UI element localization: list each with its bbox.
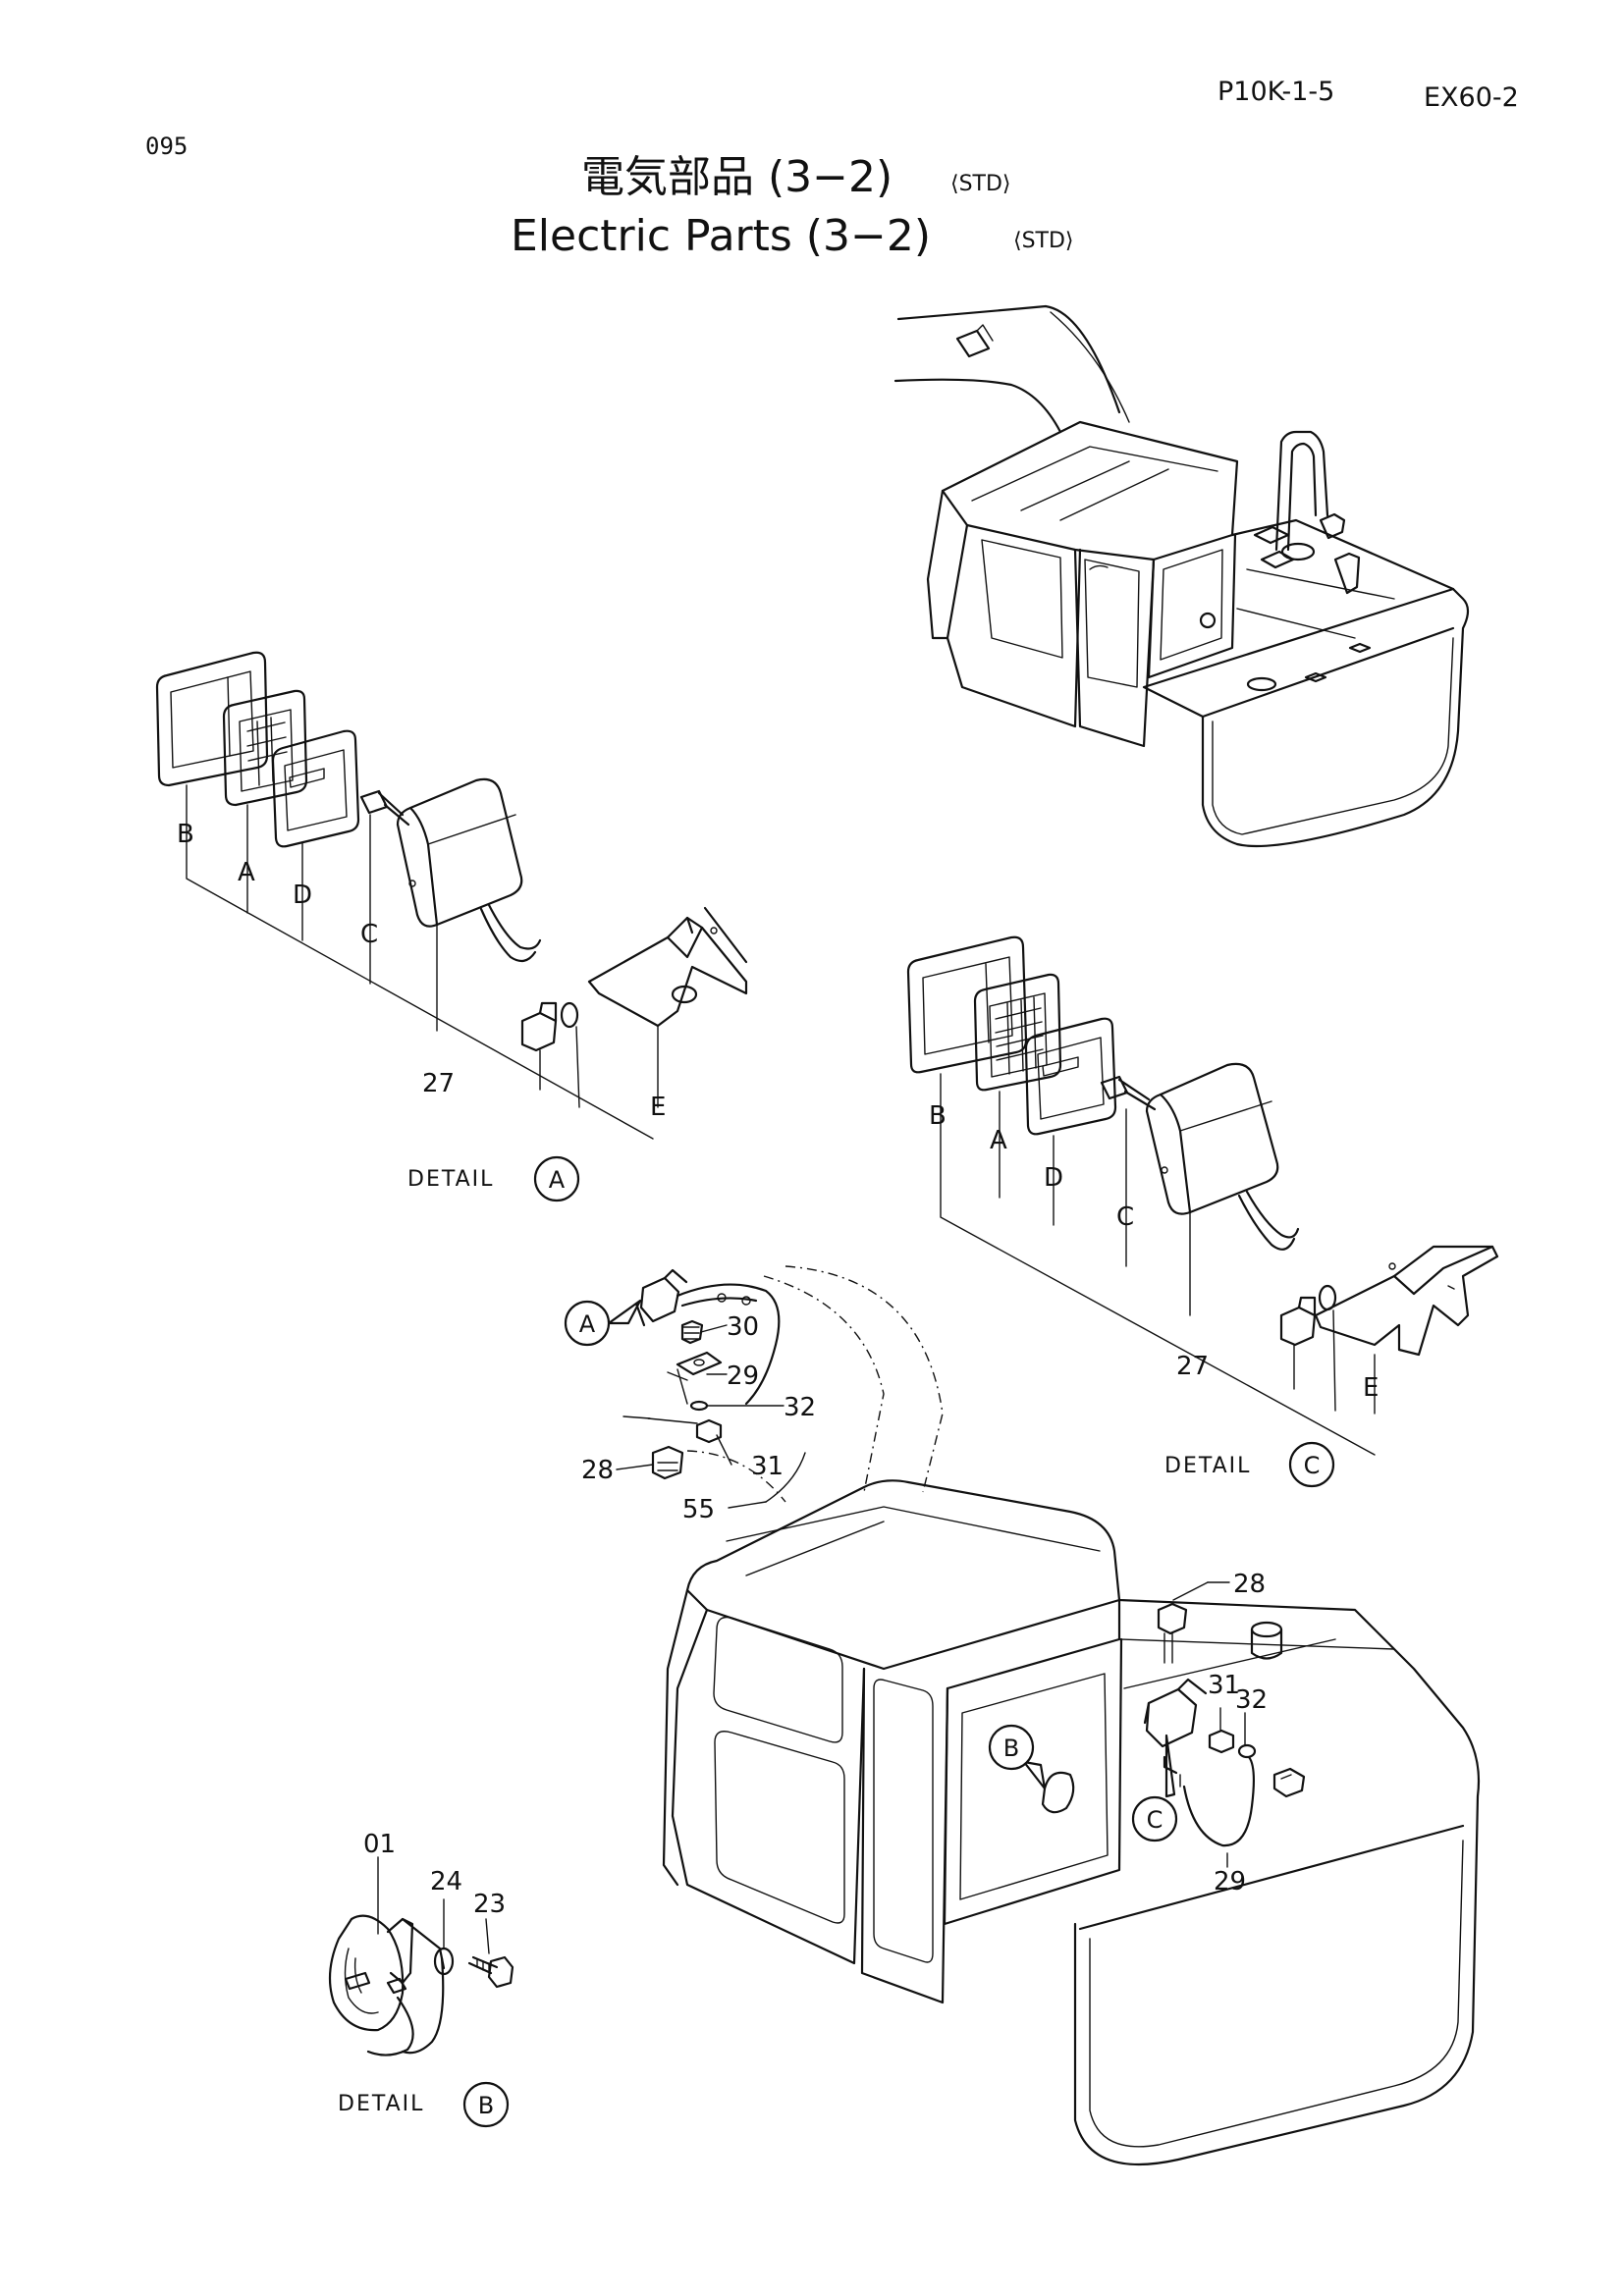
detail-a-callout-c: C (360, 920, 378, 949)
main-ref-b-letter: B (1003, 1735, 1019, 1762)
detail-b-label: DETAIL (338, 2092, 424, 2116)
detail-b-ref-letter: B (478, 2092, 494, 2119)
detail-c-illustration (906, 935, 1499, 1456)
detail-c-callout-27: 27 (1176, 1352, 1209, 1381)
main-callout-32-right: 32 (1235, 1685, 1268, 1715)
main-ref-b-circle (988, 1724, 1035, 1771)
main-callout-32-upper: 32 (784, 1393, 816, 1422)
detail-c-callout-c: C (1116, 1202, 1134, 1232)
main-callout-29-lower: 29 (1214, 1867, 1246, 1896)
detail-c-callout-d: D (1044, 1163, 1063, 1193)
detail-a-callout-27: 27 (422, 1069, 455, 1098)
detail-a-callout-d: D (293, 881, 312, 910)
detail-c-ref-circle (1288, 1441, 1335, 1488)
detail-a-ref-letter: A (549, 1166, 566, 1194)
detail-b-callout-23: 23 (473, 1890, 506, 1919)
detail-a-callout-a: A (238, 858, 255, 887)
detail-c-label: DETAIL (1164, 1454, 1251, 1478)
main-callout-28-right: 28 (1233, 1570, 1266, 1599)
detail-a-label: DETAIL (407, 1167, 494, 1192)
main-callout-31-upper: 31 (751, 1452, 784, 1481)
detail-b-illustration (328, 1856, 514, 2056)
detail-c-callout-a: A (990, 1126, 1007, 1155)
title-japanese-suffix: ⟨STD⟩ (950, 172, 1011, 196)
title-english-suffix: ⟨STD⟩ (1013, 229, 1074, 253)
main-ref-a-circle (564, 1300, 611, 1347)
title-english: Electric Parts (3−2) (511, 211, 931, 261)
overview-machine-illustration (893, 304, 1470, 848)
page-code: P10K-1-5 (1217, 77, 1334, 107)
detail-c-callout-e: E (1363, 1373, 1379, 1403)
detail-a-illustration (155, 651, 748, 1140)
main-callout-28-left: 28 (581, 1456, 614, 1485)
detail-c-callout-b: B (929, 1101, 947, 1131)
main-callout-30: 30 (727, 1312, 759, 1342)
detail-b-callout-01: 01 (363, 1830, 396, 1859)
main-callout-31-right: 31 (1208, 1671, 1240, 1700)
page-number: 095 (145, 133, 188, 160)
detail-b-ref-circle (462, 2081, 510, 2128)
detail-a-callout-e: E (650, 1093, 666, 1122)
main-callout-55: 55 (682, 1495, 715, 1524)
detail-c-ref-letter: C (1304, 1452, 1321, 1479)
main-assembly-illustration (607, 1265, 1481, 2166)
detail-b-callout-24: 24 (430, 1867, 462, 1896)
main-callout-29-upper: 29 (727, 1362, 759, 1391)
main-ref-a-letter: A (579, 1310, 596, 1338)
model-number: EX60-2 (1424, 82, 1519, 113)
detail-a-ref-circle (533, 1155, 580, 1202)
main-ref-c-letter: C (1147, 1806, 1163, 1834)
main-ref-c-circle (1131, 1795, 1178, 1842)
title-japanese: 電気部品 (3−2) (581, 152, 893, 202)
detail-a-callout-b: B (177, 820, 194, 849)
